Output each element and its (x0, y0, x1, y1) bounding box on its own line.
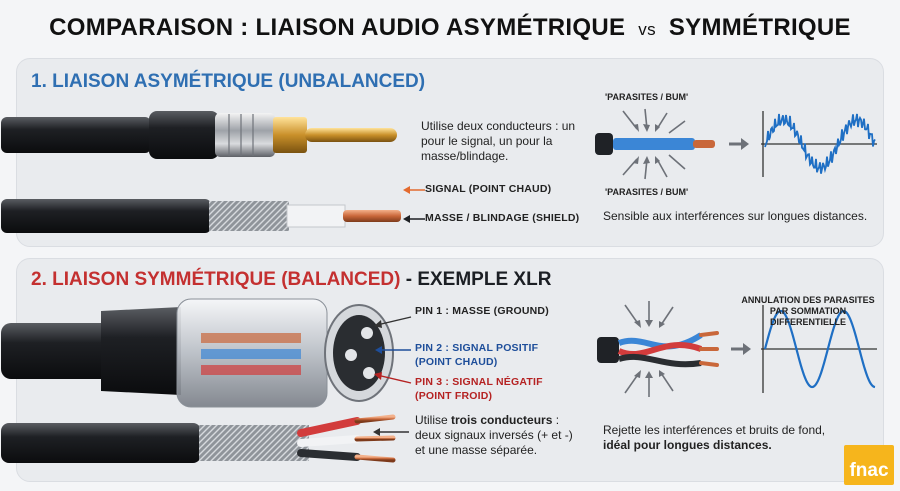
title-right: SYMMÉTRIQUE (668, 14, 851, 41)
note-plain: Rejette les interférences et bruits de f… (603, 423, 826, 437)
label-pin2-line2: (POINT CHAUD) (415, 356, 498, 368)
label-pin3-line2: (POINT FROID) (415, 390, 493, 402)
cancellation-line2: PAR SOMMATION DIFFERENTIELLE (769, 306, 847, 327)
pin2-arrow (375, 346, 411, 354)
desc-bold: trois conducteurs (451, 413, 553, 427)
rca-cable-illustration (1, 111, 401, 233)
pin1-arrow (374, 316, 412, 328)
label-signal: SIGNAL (POINT CHAUD) (425, 183, 552, 195)
label-pin3: PIN 3 : SIGNAL NÉGATIF (POINT FROID) (415, 375, 543, 403)
section-unbalanced: 1. LIAISON ASYMÉTRIQUE (UNBALANCED) (1, 58, 884, 247)
section1-note: Sensible aux interférences sur longues d… (603, 209, 868, 223)
label-ground: MASSE / BLINDAGE (SHIELD) (425, 212, 580, 224)
main-title: COMPARAISON : LIAISON AUDIO ASYMÉTRIQUE … (0, 14, 900, 42)
conductors-arrow (373, 428, 409, 436)
cancellation-line1: ANNULATION DES PARASITES (741, 295, 875, 305)
note-bold: idéal pour longues distances. (603, 438, 772, 452)
section-balanced: 2. LIAISON SYMMÉTRIQUE (BALANCED) - EXEM… (1, 258, 884, 482)
label-pin2-line1: PIN 2 : SIGNAL POSITIF (415, 342, 539, 354)
label-pin1: PIN 1 : MASSE (GROUND) (415, 305, 549, 317)
section2-note: Rejette les interférences et bruits de f… (603, 423, 833, 453)
label-pin3-line1: PIN 3 : SIGNAL NÉGATIF (415, 376, 543, 388)
pin3-arrow (374, 372, 412, 384)
title-vs: vs (638, 20, 656, 39)
section1-heading: 1. LIAISON ASYMÉTRIQUE (UNBALANCED) (31, 71, 426, 92)
ground-arrow (403, 215, 425, 223)
section2-heading-suffix: - EXEMPLE XLR (400, 269, 552, 290)
fnac-logo: fnac (844, 445, 894, 485)
cancellation-caption: ANNULATION DES PARASITES PAR SOMMATION D… (733, 295, 883, 328)
title-left: COMPARAISON : LIAISON AUDIO ASYMÉTRIQUE (49, 14, 626, 41)
section1-description: Utilise deux conducteurs : un pour le si… (421, 119, 576, 163)
clean-waveform (763, 309, 876, 389)
balanced-noise-diagram (597, 301, 877, 397)
desc-prefix: Utilise (415, 413, 452, 427)
xlr-cable-illustration (1, 298, 396, 463)
section2-description: Utilise trois conducteurs : deux signaux… (415, 413, 585, 458)
unbalanced-noise-diagram (595, 108, 877, 180)
desc-rest: : deux signaux inversés (+ et -) et une … (415, 413, 573, 457)
section2-heading: 2. LIAISON SYMMÉTRIQUE (BALANCED) - EXEM… (31, 269, 551, 291)
noise-label-bottom: 'PARASITES / BUM' (605, 187, 689, 197)
noisy-waveform (764, 113, 876, 174)
noise-label-top: 'PARASITES / BUM' (605, 92, 689, 102)
signal-arrow (403, 186, 425, 194)
section2-heading-main: 2. LIAISON SYMMÉTRIQUE (BALANCED) (31, 269, 401, 290)
label-pin2: PIN 2 : SIGNAL POSITIF (POINT CHAUD) (415, 341, 538, 369)
